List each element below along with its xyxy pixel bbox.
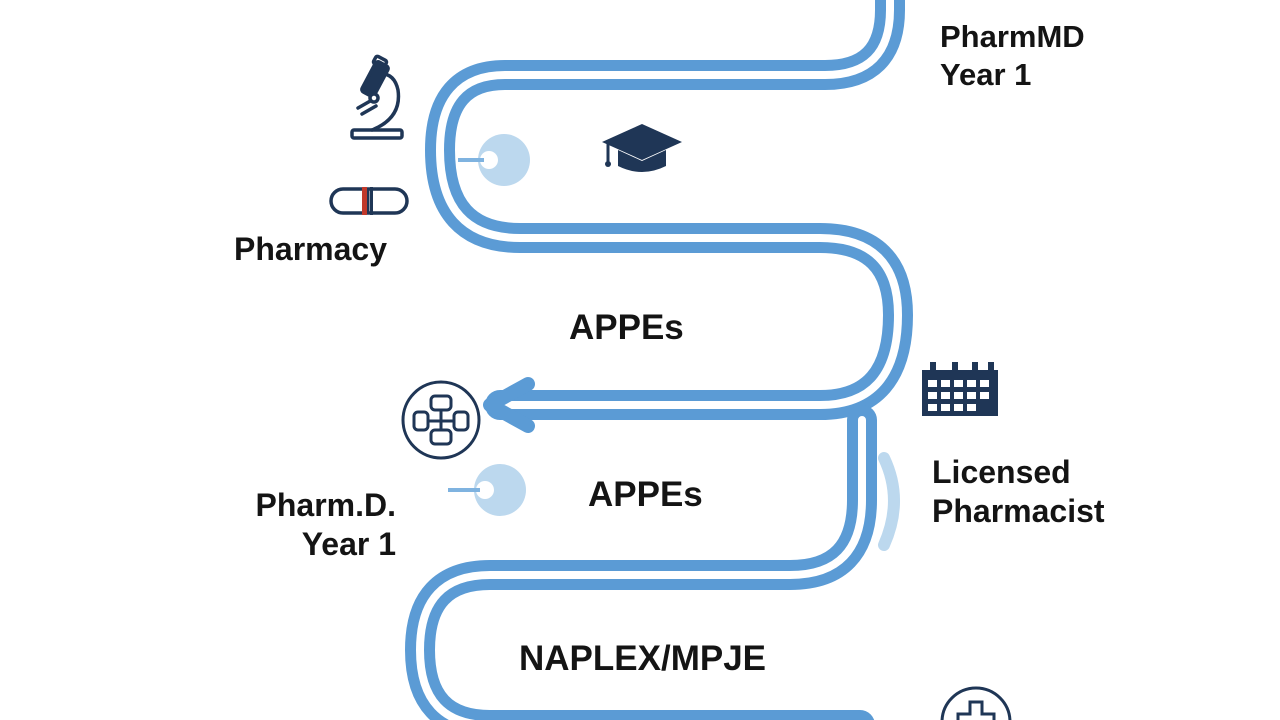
milestone-pharmd-line1: Pharm.D. bbox=[255, 487, 396, 523]
milestone-pharmacy-label: Pharmacy bbox=[234, 231, 387, 267]
calendar-icon bbox=[922, 362, 998, 416]
network-icon bbox=[401, 380, 481, 460]
road-inner bbox=[436, 0, 902, 409]
connector-icon bbox=[458, 134, 530, 186]
connector-icon-lower bbox=[448, 464, 526, 516]
milestone-top-line2: Year 1 bbox=[940, 56, 1032, 92]
medical-cross-icon bbox=[940, 686, 1012, 720]
winding-road bbox=[405, 0, 913, 720]
graduation-cap-icon bbox=[602, 124, 682, 172]
milestone-licensed-label: Licensed Pharmacist bbox=[932, 453, 1105, 531]
milestone-top-label: PharmMD Year 1 bbox=[940, 18, 1085, 94]
milestone-pharmd-line2: Year 1 bbox=[301, 526, 396, 563]
milestone-appes-lower-label: APPEs bbox=[588, 475, 703, 514]
road-arrowhead bbox=[483, 377, 535, 433]
road-accent bbox=[878, 452, 900, 551]
milestone-licensed-line1: Licensed bbox=[932, 454, 1071, 490]
milestone-appes-upper-label: APPEs bbox=[569, 308, 684, 347]
microscope-icon bbox=[350, 54, 404, 140]
milestone-licensed-line2: Pharmacist bbox=[932, 493, 1105, 530]
road-lower-inner bbox=[416, 416, 866, 720]
capsule-icon bbox=[329, 187, 409, 215]
milestone-naplex-label: NAPLEX/MPJE bbox=[519, 639, 766, 678]
milestone-top-line1: PharmMD bbox=[940, 19, 1085, 54]
milestone-pharmd-label: Pharm.D. Year 1 bbox=[240, 486, 396, 564]
